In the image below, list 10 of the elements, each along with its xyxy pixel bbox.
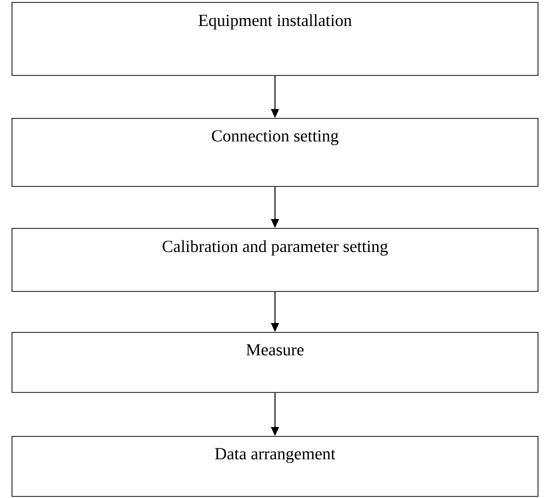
box-label: Measure xyxy=(246,344,304,356)
process-box xyxy=(12,118,538,187)
process-box xyxy=(12,228,538,292)
box-label: Calibration and parameter setting xyxy=(162,240,388,256)
process-box xyxy=(12,2,538,76)
box-label: Data arrangement xyxy=(215,448,336,463)
box-label: Connection setting xyxy=(212,130,338,146)
process-box xyxy=(12,436,538,497)
process-box xyxy=(12,332,538,393)
box-label: Equipment installation xyxy=(198,14,352,30)
